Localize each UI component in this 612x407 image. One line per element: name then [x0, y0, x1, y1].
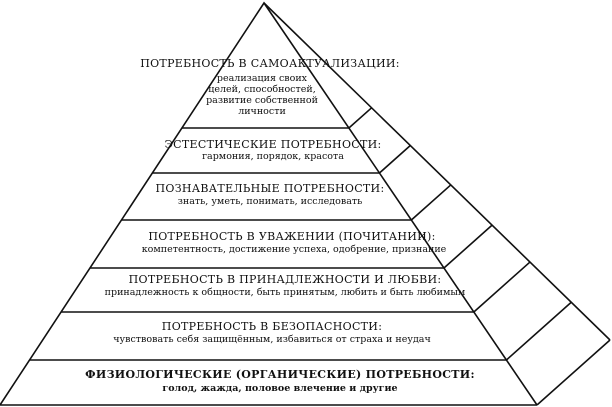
- desc-line: личности: [238, 105, 286, 117]
- side-divider: [473, 261, 531, 313]
- level-7-desc: голод, жажда, половое влечение и другие: [162, 383, 398, 394]
- desc-line: реализация своих: [216, 73, 308, 84]
- level-1-title: ПОТРЕБНОСТЬ В САМОАКТУАЛИЗАЦИИ:: [140, 57, 400, 70]
- level-1-desc: реализация своих целей, способностей, ра…: [206, 73, 318, 118]
- desc-line: целей, способностей,: [208, 83, 316, 95]
- level-5-desc: принадлежность к общности, быть принятым…: [104, 287, 466, 298]
- back-edge: [263, 2, 611, 341]
- level-2-desc: гармония, порядок, красота: [202, 151, 344, 162]
- level-3-title: ПОЗНАВАТЕЛЬНЫЕ ПОТРЕБНОСТИ:: [155, 182, 385, 195]
- side-divider: [443, 224, 493, 269]
- side-divider: [348, 107, 373, 129]
- level-2-title: ЭСТЕСТИЧЕСКИЕ ПОТРЕБНОСТИ:: [164, 138, 382, 151]
- level-7-title: ФИЗИОЛОГИЧЕСКИЕ (ОРГАНИЧЕСКИЕ) ПОТРЕБНОС…: [85, 368, 475, 381]
- level-4-title: ПОТРЕБНОСТЬ В УВАЖЕНИИ (ПОЧИТАНИИ):: [148, 230, 436, 243]
- level-6-title: ПОТРЕБНОСТЬ В БЕЗОПАСНОСТИ:: [161, 320, 383, 333]
- side-divider: [378, 144, 411, 174]
- side-base-edge: [536, 339, 611, 406]
- desc-line: развитие собственной: [206, 94, 318, 106]
- level-4-desc: компетентность, достижение успеха, одобр…: [141, 244, 447, 255]
- side-divider: [410, 184, 452, 221]
- level-6-desc: чувствовать себя защищённым, избавиться …: [113, 334, 431, 345]
- level-3-desc: знать, уметь, понимать, исследовать: [177, 196, 363, 207]
- side-divider: [505, 301, 572, 361]
- level-5-title: ПОТРЕБНОСТЬ В ПРИНАДЛЕЖНОСТИ И ЛЮБВИ:: [128, 273, 442, 286]
